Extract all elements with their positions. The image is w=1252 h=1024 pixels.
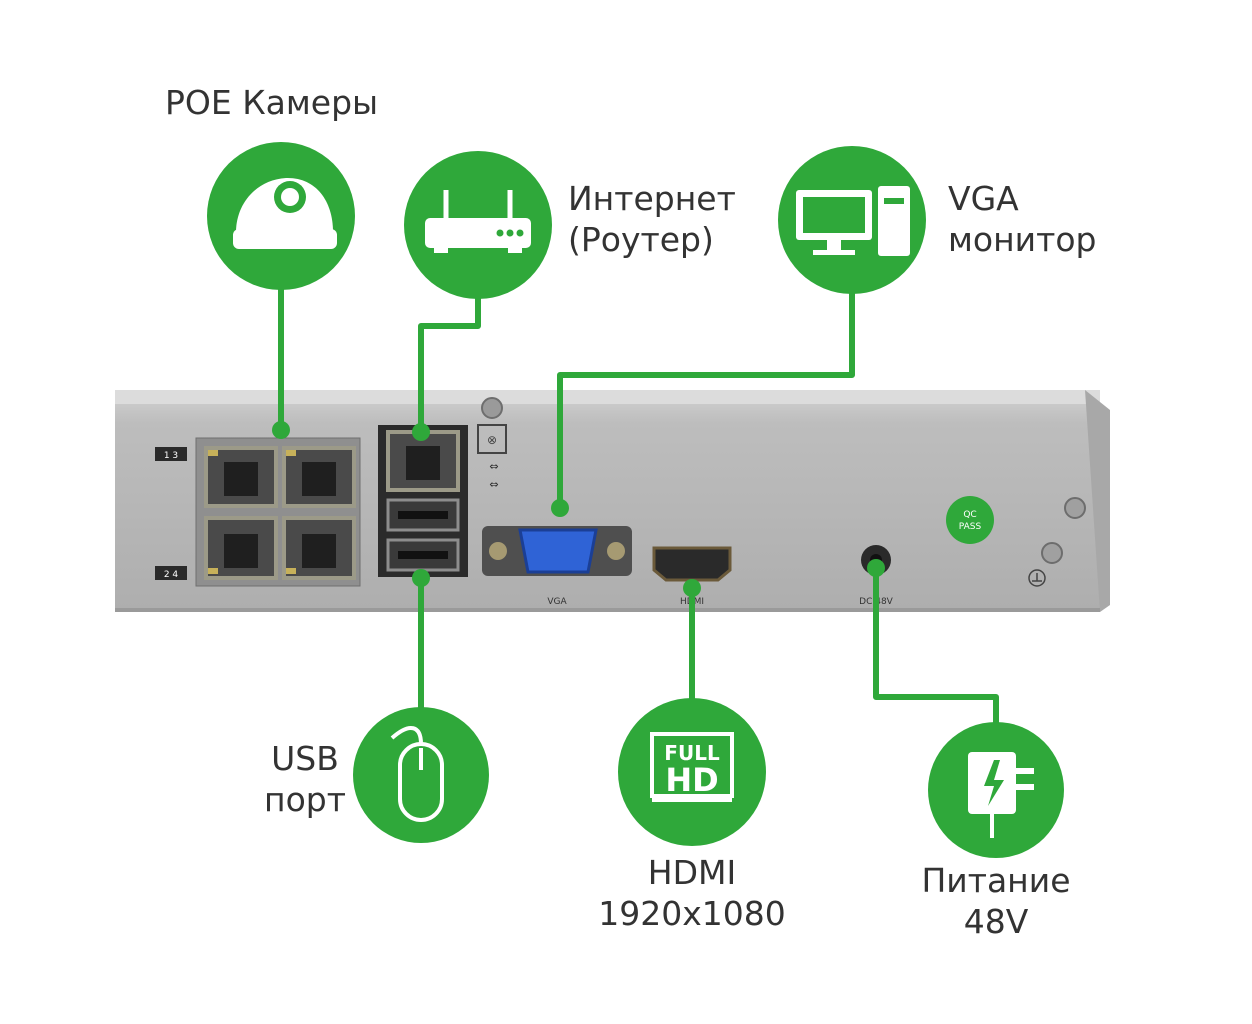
power-label-line2: 48V bbox=[963, 902, 1029, 942]
svg-text:⇔: ⇔ bbox=[489, 460, 498, 473]
lan-usb-ports bbox=[378, 425, 468, 577]
power-label-line1: Питание bbox=[921, 861, 1071, 900]
usb-symbol-icon: ⊗ ⇔ ⇔ bbox=[477, 424, 507, 491]
hdmi-label-line2: 1920x1080 bbox=[598, 894, 786, 934]
router-circle bbox=[404, 151, 552, 299]
full-hd-tv-icon: FULL HD bbox=[650, 732, 734, 802]
vga-monitor-label: VGA монитор bbox=[948, 178, 1096, 261]
camera-circle bbox=[207, 142, 355, 290]
monitor-pc-icon bbox=[796, 186, 910, 256]
full-badge-text: FULL bbox=[664, 741, 720, 765]
router-icon bbox=[425, 190, 531, 253]
qc-line1: QC bbox=[963, 510, 976, 520]
vga-label-line1: VGA bbox=[948, 179, 1019, 218]
internet-router-label: Интернет (Роутер) bbox=[568, 178, 736, 261]
power-circle bbox=[928, 722, 1064, 858]
vga-label-line2: монитор bbox=[948, 220, 1097, 260]
screw-icon bbox=[1064, 497, 1086, 519]
ports-2-4-badge bbox=[155, 566, 187, 580]
hdmi-label-line1: HDMI bbox=[647, 853, 737, 892]
dome-camera-icon bbox=[233, 177, 337, 249]
usb-label-line1: USB bbox=[271, 739, 339, 778]
hdmi-port bbox=[652, 546, 732, 582]
power-48v-label: Питание 48V bbox=[906, 860, 1086, 943]
ports-1-3-label: 1 3 bbox=[164, 451, 178, 461]
poe-cameras-label: POE Камеры bbox=[165, 83, 379, 122]
screw-icon bbox=[481, 397, 503, 419]
usb-circle bbox=[353, 707, 489, 843]
hdmi-circle: FULL HD bbox=[618, 698, 766, 846]
vga-port-label: VGA bbox=[547, 597, 567, 607]
svg-text:⊗: ⊗ bbox=[487, 433, 497, 447]
qc-line2: PASS bbox=[959, 522, 982, 532]
screw-icon bbox=[1041, 542, 1063, 564]
internet-label-line2: (Роутер) bbox=[568, 220, 714, 260]
ports-1-3-badge bbox=[155, 447, 187, 461]
ports-2-4-label: 2 4 bbox=[164, 570, 179, 580]
mouse-icon bbox=[390, 726, 444, 822]
monitor-circle bbox=[778, 146, 926, 294]
connector-lines bbox=[278, 288, 999, 725]
power-adapter-icon bbox=[968, 752, 1034, 838]
usb-port-label: USB порт bbox=[245, 738, 365, 821]
svg-text:⇔: ⇔ bbox=[489, 478, 498, 491]
usb-label-line2: порт bbox=[264, 780, 346, 820]
poe-ethernet-ports bbox=[195, 437, 361, 587]
connector-dots bbox=[272, 421, 885, 597]
hdmi-resolution-label: HDMI 1920x1080 bbox=[592, 852, 792, 935]
internet-label-line1: Интернет bbox=[568, 179, 736, 218]
hd-badge-text: HD bbox=[665, 761, 718, 799]
vga-port bbox=[482, 526, 632, 576]
ground-symbol-icon bbox=[1028, 569, 1046, 587]
qc-pass-sticker: QC PASS bbox=[946, 496, 994, 544]
